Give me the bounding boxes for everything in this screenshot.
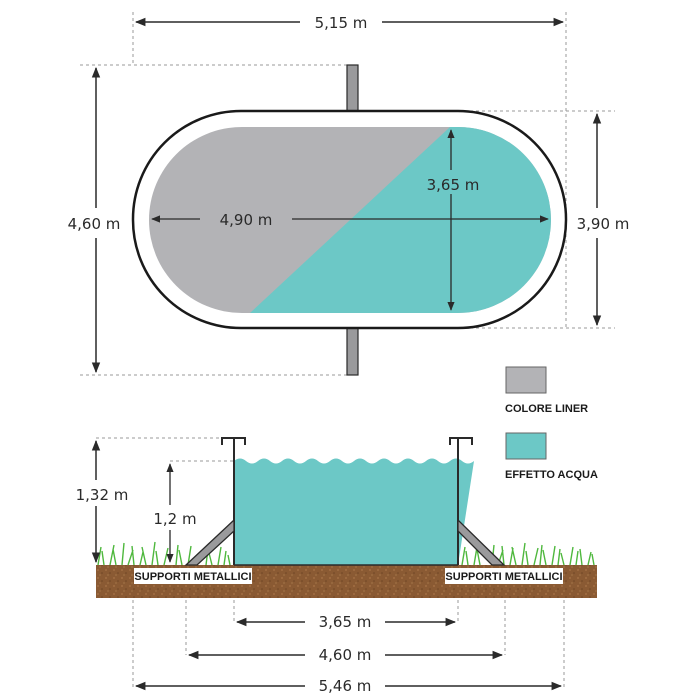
- legend-label-water: EFFETTO ACQUA: [505, 469, 598, 481]
- support-left-label: SUPPORTI METALLICI: [134, 571, 251, 583]
- bottom-post: [346, 327, 359, 376]
- total-height-dimension: 1,32 m: [76, 439, 129, 564]
- top-view: 5,15 m 4,60 m 3,90 m 4,90 m: [68, 12, 630, 376]
- width-mid-dimension: 4,60 m: [187, 646, 504, 664]
- liner-width-dimension: 3,65 m: [427, 129, 480, 311]
- legend-swatch-liner: [505, 366, 547, 394]
- pool-water: [234, 458, 474, 565]
- left-support: [184, 518, 235, 566]
- overall-width-label: 4,60 m: [68, 215, 121, 233]
- water-height-label: 1,2 m: [153, 510, 196, 528]
- liner-length-label: 4,90 m: [220, 211, 273, 229]
- width-inner-dimension: 3,65 m: [235, 613, 457, 631]
- outer-width-label: 3,90 m: [577, 215, 630, 233]
- legend-swatch-water: [505, 432, 547, 460]
- legend-label-liner: COLORE LINER: [505, 403, 588, 415]
- right-wall: [449, 437, 473, 565]
- support-left-label-box: [134, 568, 252, 584]
- overall-width-dimension: 4,60 m: [68, 66, 121, 374]
- width-outer-dimension: 5,46 m: [134, 677, 563, 695]
- legend: COLORE LINER EFFETTO ACQUA: [505, 366, 598, 481]
- liner-width-label: 3,65 m: [427, 176, 480, 194]
- liner-length-dimension: 4,90 m: [151, 211, 549, 229]
- width-outer-label: 5,46 m: [319, 677, 372, 695]
- width-mid-label: 4,60 m: [319, 646, 372, 664]
- total-height-label: 1,32 m: [76, 486, 129, 504]
- overall-length-label: 5,15 m: [315, 14, 368, 32]
- outer-width-dimension: 3,90 m: [577, 112, 630, 327]
- pool-liner: [149, 127, 551, 313]
- support-right-label: SUPPORTI METALLICI: [445, 571, 562, 583]
- top-post: [346, 64, 359, 114]
- overall-length-dimension: 5,15 m: [134, 14, 565, 32]
- support-right-label-box: [445, 568, 563, 584]
- right-support: [457, 518, 506, 566]
- left-wall: [221, 437, 246, 565]
- side-view: SUPPORTI METALLICI SUPPORTI METALLICI 1,…: [76, 437, 597, 695]
- water-height-dimension: 1,2 m: [153, 463, 197, 563]
- width-inner-label: 3,65 m: [319, 613, 372, 631]
